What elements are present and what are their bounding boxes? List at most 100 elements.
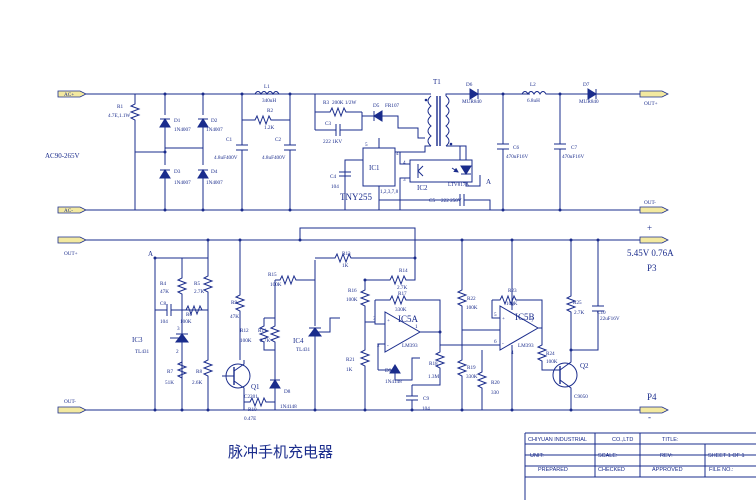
resistor-r5: R5 2.7K	[194, 258, 214, 300]
svg-text:R1: R1	[117, 104, 123, 110]
company-name: CHIYUAN INDUSTRIAL	[528, 437, 587, 443]
svg-text:D9: D9	[385, 368, 392, 374]
svg-text:104: 104	[331, 184, 339, 190]
resistor-r14: R14 2.7K	[365, 258, 416, 291]
svg-text:D4: D4	[211, 169, 218, 175]
connector-out-plus-top: OUT+	[639, 90, 669, 107]
svg-text:4: 4	[396, 151, 399, 157]
svg-text:-: -	[502, 341, 504, 347]
svg-text:R19: R19	[467, 365, 476, 371]
ic2-optocoupler: IC2 LTV817A 43	[399, 145, 481, 210]
svg-text:104: 104	[422, 406, 430, 412]
svg-text:R2: R2	[267, 108, 273, 114]
sheet-label: SHEET 1 OF 1	[708, 453, 745, 459]
connector-ac-plus: AC+	[57, 90, 87, 98]
capacitor-c1: C1 4.8uF400V	[214, 94, 248, 210]
svg-text:C2: C2	[275, 137, 281, 143]
resistor-r13: R13 1K	[315, 251, 415, 269]
out-plus-bot-label: OUT+	[64, 251, 78, 257]
svg-text:R25: R25	[573, 300, 582, 306]
svg-text:C1: C1	[226, 137, 232, 143]
resistor-r9: R9 47K	[230, 240, 246, 360]
capacitor-c5: C5 222 250V	[379, 194, 491, 210]
svg-text:4: 4	[403, 160, 406, 166]
svg-text:R22: R22	[467, 296, 476, 302]
svg-text:R21: R21	[346, 357, 355, 363]
transistor-q2: Q2 C9050	[552, 350, 589, 410]
svg-text:C5: C5	[429, 198, 435, 204]
capacitor-c2: C2 4.8uF400V	[262, 94, 296, 210]
output-minus-sign: -	[648, 412, 651, 422]
capacitor-c7: C7 470uF16V	[554, 94, 584, 210]
svg-text:100K: 100K	[270, 282, 282, 288]
svg-text:C6: C6	[513, 145, 519, 151]
svg-text:104: 104	[160, 319, 168, 325]
svg-text:47K: 47K	[160, 289, 169, 295]
title-block: CHIYUAN INDUSTRIAL CO.,LTD TITLE: UNIT: …	[524, 432, 756, 500]
svg-text:TNY255: TNY255	[340, 192, 372, 202]
svg-text:LM393: LM393	[402, 343, 418, 349]
svg-text:1N4007: 1N4007	[206, 180, 223, 186]
svg-text:D8: D8	[284, 389, 291, 395]
svg-text:100K: 100K	[546, 359, 558, 365]
svg-text:1N4007: 1N4007	[174, 180, 191, 186]
connector-ac-minus: AC-	[57, 206, 87, 214]
svg-text:330: 330	[491, 390, 499, 396]
resistor-r15: R15 100K	[268, 272, 315, 288]
svg-text:222 250V: 222 250V	[441, 198, 462, 204]
out-plus-top-label: OUT+	[644, 101, 658, 107]
ac-minus-label: AC-	[64, 208, 73, 214]
transformer-t1: T1	[408, 78, 462, 160]
resistor-r1: R1 4.7E,1.1W	[108, 94, 141, 210]
svg-text:C2201: C2201	[244, 394, 258, 400]
svg-text:R9: R9	[231, 300, 237, 306]
svg-text:D7: D7	[583, 82, 590, 88]
diode-d2: D2 1N4007	[197, 94, 223, 165]
diode-d1: D1 1N4007	[159, 94, 191, 165]
svg-text:51K: 51K	[165, 380, 174, 386]
resistor-r2: R2 1.2K	[242, 108, 290, 131]
scale-label: SCALE:	[598, 453, 618, 459]
capacitor-c3: C3 222 1KV	[315, 112, 363, 145]
resistor-r4: R4 47K	[160, 258, 188, 300]
resistor-r21: R21 1K	[346, 322, 371, 410]
svg-text:TL431: TL431	[296, 347, 311, 353]
svg-text:+: +	[502, 316, 505, 322]
diode-d5: D5 FR107	[362, 103, 425, 139]
inductor-l1: L1 340uH	[242, 84, 290, 104]
svg-text:IC5B: IC5B	[515, 312, 535, 322]
svg-text:7: 7	[531, 318, 534, 324]
svg-text:D3: D3	[174, 169, 181, 175]
resistor-r11: R11 2.7K	[258, 318, 276, 360]
capacitor-c10: C10 22uF16V	[571, 240, 620, 351]
svg-text:D2: D2	[211, 118, 218, 124]
svg-text:R4: R4	[160, 281, 166, 287]
svg-text:2.7K: 2.7K	[397, 285, 407, 291]
svg-text:22uF16V: 22uF16V	[600, 316, 620, 322]
capacitor-c6: C6 470uF16V	[497, 94, 528, 210]
svg-text:222 1KV: 222 1KV	[323, 139, 342, 145]
diode-d4: D4 1N4007	[197, 169, 223, 210]
svg-text:R13: R13	[342, 251, 351, 257]
svg-text:2: 2	[176, 349, 179, 355]
diode-d8: D8 1N4148	[269, 360, 297, 410]
svg-text:470uF16V: 470uF16V	[506, 154, 528, 160]
svg-text:R20: R20	[491, 380, 500, 386]
svg-text:100K: 100K	[466, 305, 478, 311]
svg-text:-: -	[387, 343, 389, 349]
prepared-label: PREPARED	[538, 467, 568, 473]
svg-text:6.8uH: 6.8uH	[527, 98, 540, 104]
diode-d7: D7 MUR840	[560, 82, 640, 105]
svg-text:2.6K: 2.6K	[192, 380, 202, 386]
svg-text:MUR840: MUR840	[462, 99, 482, 105]
svg-text:5: 5	[365, 142, 368, 148]
svg-text:1,2,3,7,8: 1,2,3,7,8	[380, 189, 399, 195]
connector-p3	[639, 236, 669, 244]
svg-text:MUR840: MUR840	[579, 99, 599, 105]
approved-label: APPROVED	[652, 467, 683, 473]
svg-text:C9: C9	[423, 396, 429, 402]
svg-text:R18: R18	[429, 361, 438, 367]
out-minus-bot-label: OUT-	[64, 399, 76, 405]
diode-d3: D3 1N4007	[159, 169, 191, 210]
